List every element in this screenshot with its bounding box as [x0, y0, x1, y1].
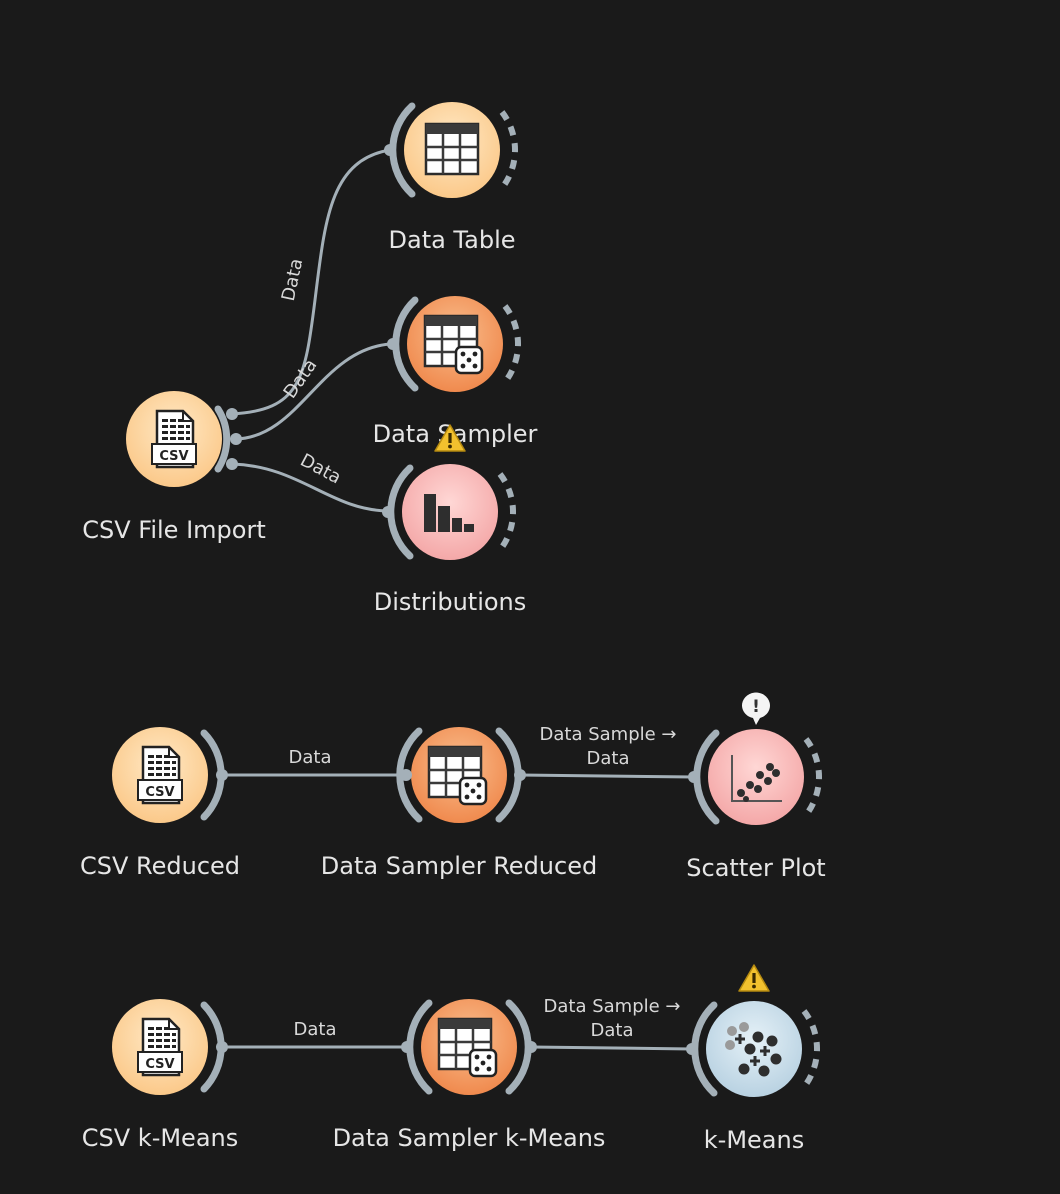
widget-label: CSV k-Means: [82, 1124, 239, 1152]
input-port[interactable]: [688, 771, 700, 783]
widget-data-sampler[interactable]: [387, 296, 521, 392]
input-port[interactable]: [401, 1041, 413, 1053]
widget-scatter-plot[interactable]: [688, 729, 822, 825]
output-port[interactable]: [514, 769, 526, 781]
widget-label: Scatter Plot: [686, 854, 825, 882]
dice-icon: [454, 345, 484, 375]
widget-csv-file-import[interactable]: CSV: [126, 391, 242, 487]
csv-badge-text: CSV: [145, 785, 174, 800]
widget-label: Data Table: [389, 226, 516, 254]
widget-label: Data Sampler Reduced: [321, 852, 597, 880]
widget-label: k-Means: [704, 1126, 804, 1154]
link-import-to-sampler[interactable]: Data: [235, 342, 391, 441]
input-port[interactable]: [382, 506, 394, 518]
input-port[interactable]: [384, 144, 396, 156]
info-glyph: !: [752, 697, 760, 717]
output-arc-dashed: [497, 472, 516, 552]
widget-data-sampler-kmeans[interactable]: [401, 999, 537, 1095]
dice-icon: [468, 1048, 498, 1078]
link-label: Data: [278, 257, 307, 303]
output-port[interactable]: [216, 769, 228, 781]
widget-data-table[interactable]: [384, 102, 518, 198]
link-label: Data: [280, 355, 322, 402]
input-port[interactable]: [387, 338, 399, 350]
link-label: Data: [289, 747, 332, 768]
widget-csv-reduced[interactable]: CSV: [112, 727, 228, 823]
output-port[interactable]: [216, 1041, 228, 1053]
link-import-to-distributions[interactable]: Data: [231, 450, 389, 513]
output-port[interactable]: [226, 458, 238, 470]
widget-kmeans[interactable]: [686, 1001, 820, 1097]
bar-chart-icon: [424, 494, 474, 532]
input-port[interactable]: [686, 1043, 698, 1055]
output-arc-dashed: [803, 737, 822, 817]
output-port[interactable]: [226, 408, 238, 420]
warning-icon[interactable]: [738, 964, 770, 992]
scatter-plot-icon: [731, 755, 782, 802]
link-label: Data Sample →: [540, 724, 677, 745]
output-arc-dashed: [499, 110, 518, 190]
input-port[interactable]: [400, 769, 412, 781]
link-label: Data: [591, 1020, 634, 1041]
widget-label: Distributions: [374, 588, 527, 616]
link-kmeans-sampler-to-kmeans[interactable]: Data Sample → Data: [530, 996, 693, 1051]
csv-badge-text: CSV: [159, 449, 188, 464]
widget-label: Data Sampler k-Means: [333, 1124, 606, 1152]
widget-label: CSV File Import: [82, 516, 265, 544]
table-icon: [424, 122, 480, 176]
output-arc-dashed: [502, 304, 521, 384]
link-label: Data Sample →: [544, 996, 681, 1017]
link-label: Data: [587, 748, 630, 769]
widget-csv-kmeans[interactable]: CSV: [112, 999, 228, 1095]
widget-data-sampler-reduced[interactable]: [396, 727, 526, 823]
widget-label: CSV Reduced: [80, 852, 240, 880]
csv-badge-text: CSV: [145, 1057, 174, 1072]
link-label: Data: [294, 1019, 337, 1040]
link-reduced-csv-to-sampler[interactable]: Data: [222, 747, 406, 777]
link-reduced-sampler-to-scatter[interactable]: Data Sample → Data: [519, 724, 695, 779]
cluster-icon: [725, 1022, 782, 1077]
dice-icon: [458, 776, 488, 806]
link-kmeans-csv-to-sampler[interactable]: Data: [222, 1019, 406, 1049]
input-arc[interactable]: [396, 727, 423, 823]
output-arc[interactable]: [214, 405, 231, 473]
output-arc-dashed: [801, 1009, 820, 1089]
output-port[interactable]: [525, 1041, 537, 1053]
output-port[interactable]: [230, 433, 242, 445]
widget-distributions[interactable]: [382, 464, 516, 560]
info-bubble-icon[interactable]: !: [741, 692, 770, 725]
